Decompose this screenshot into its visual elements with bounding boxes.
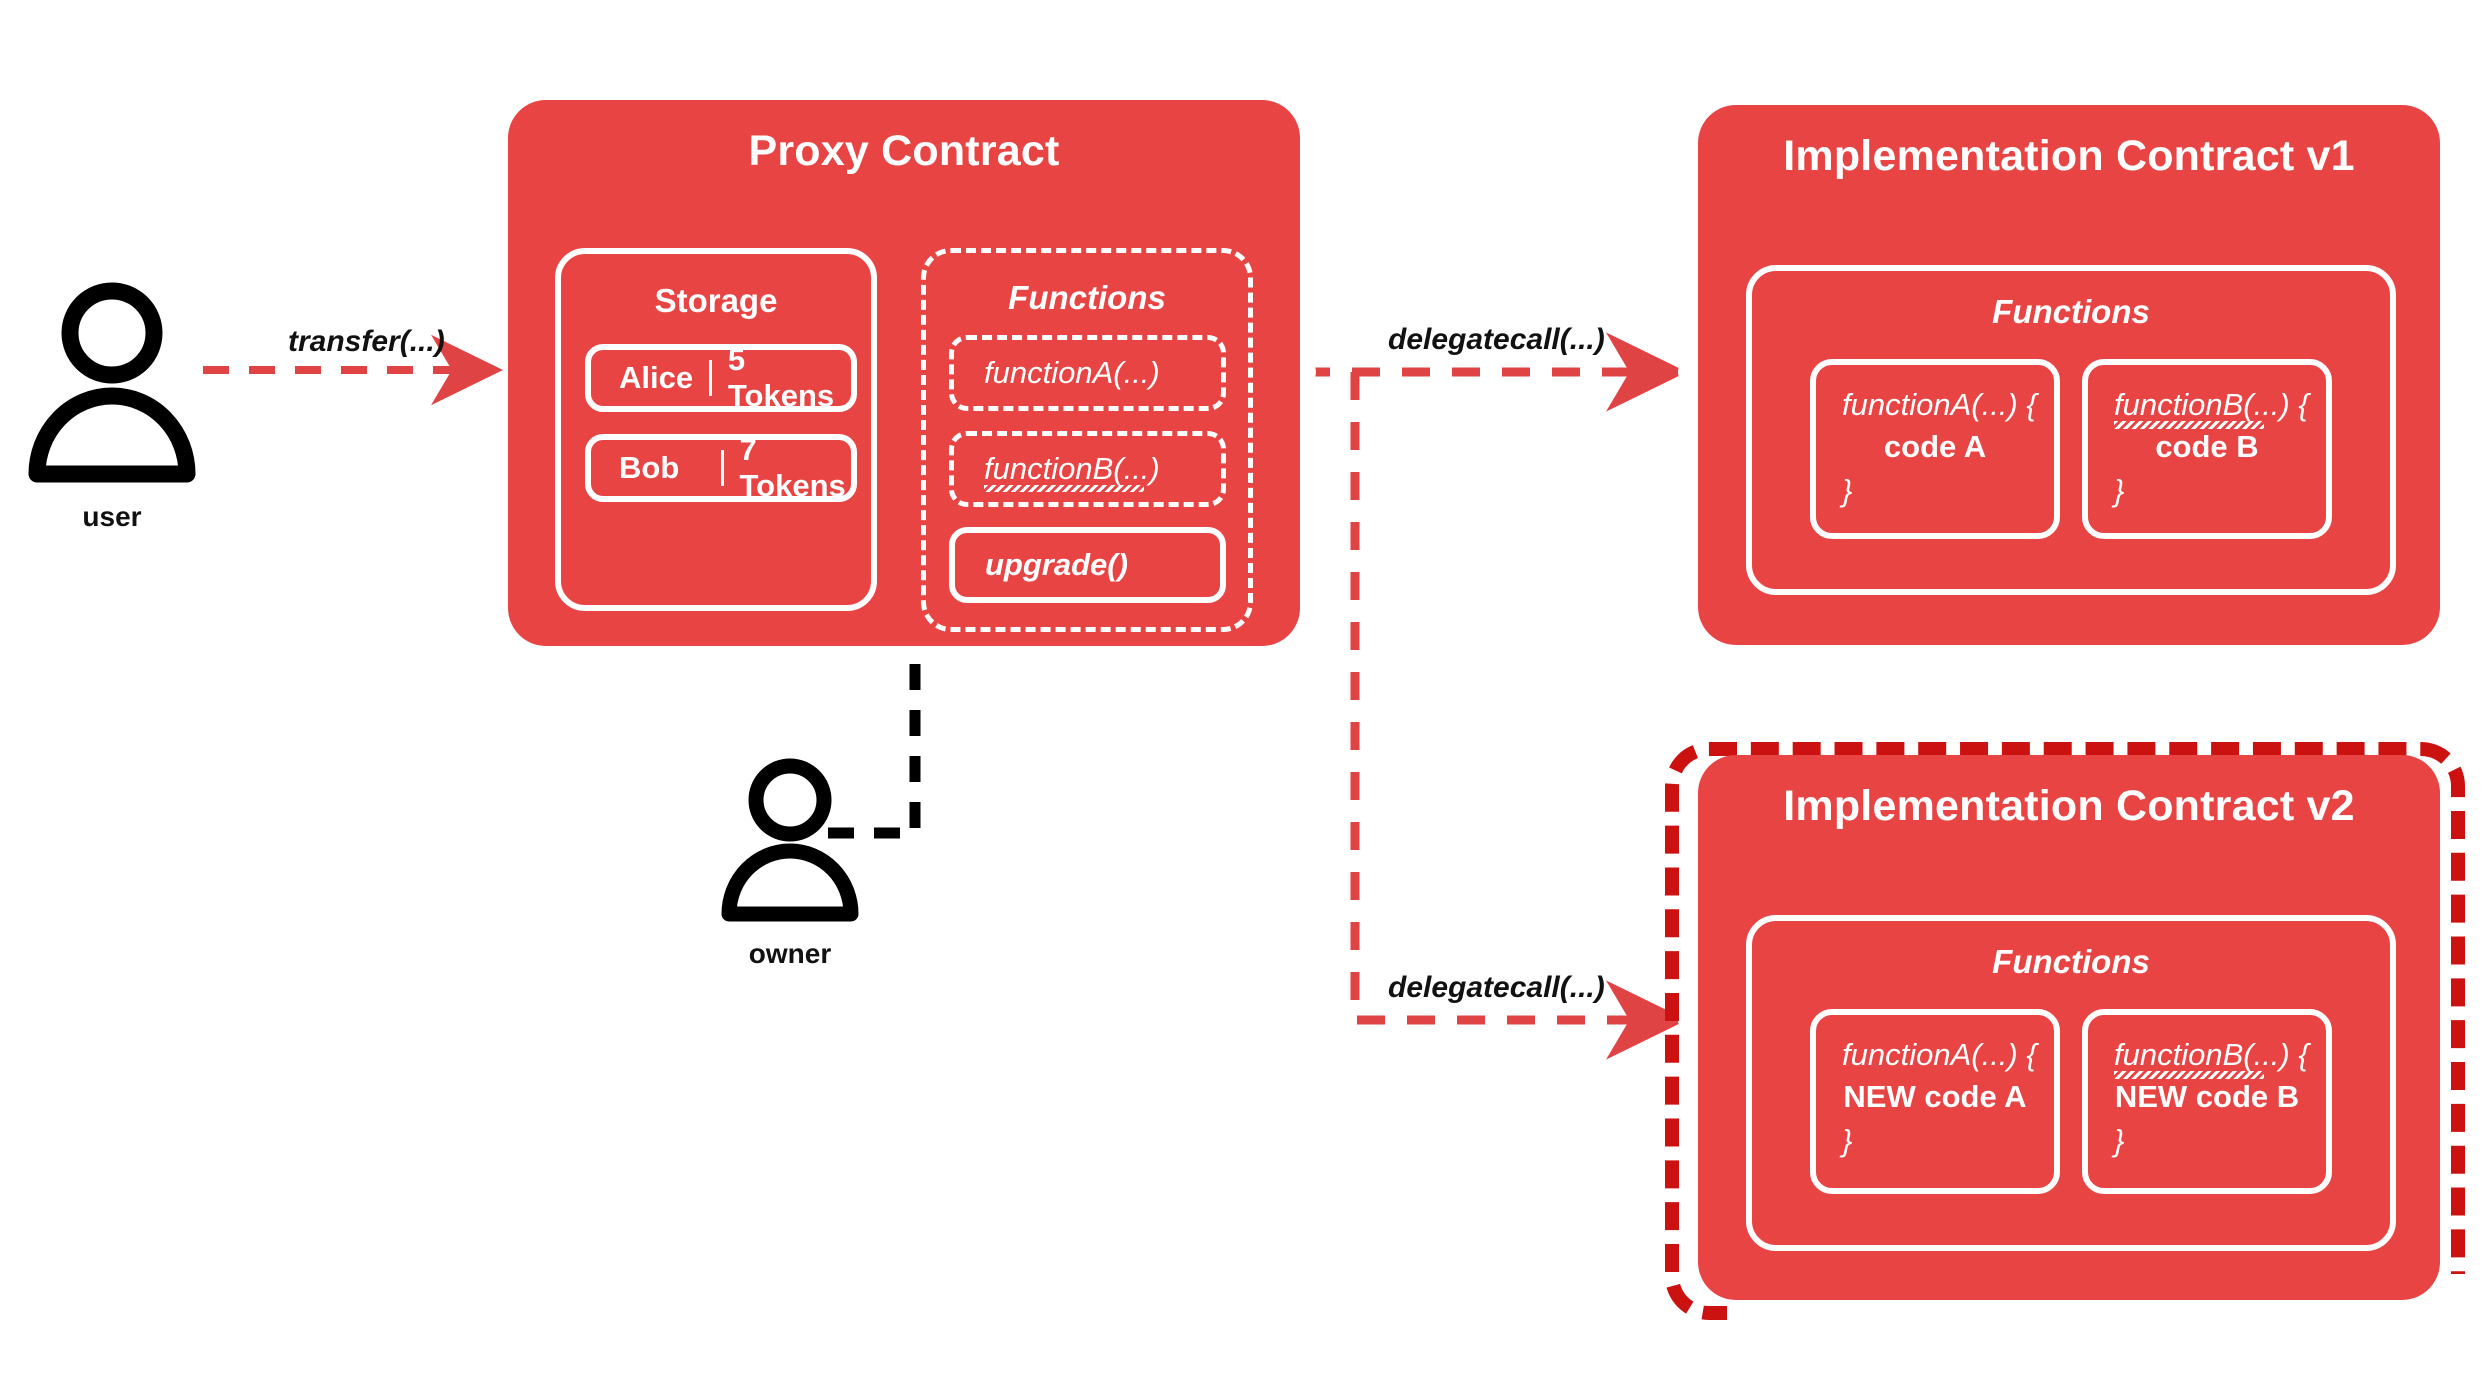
implementation-v2-title: Implementation Contract v2 — [1783, 782, 2355, 830]
implementation-v2-functions-title: Functions — [1992, 943, 2150, 980]
proxy-function-functionA[interactable]: functionA(...) — [949, 335, 1226, 411]
proxy-function-upgrade[interactable]: upgrade() — [949, 527, 1226, 603]
implementation-v1-title: Implementation Contract v1 — [1783, 132, 2355, 180]
code-body: code A — [1883, 429, 1987, 464]
actor-user[interactable]: user — [12, 278, 212, 533]
code-signature: functionB(...) { — [2114, 387, 2309, 429]
person-icon — [28, 282, 196, 483]
storage-row-separator — [721, 450, 724, 486]
implementation-v2-functionB-box[interactable]: functionB(...) { NEW code B } — [2082, 1009, 2332, 1194]
storage-row-separator — [709, 360, 712, 396]
proxy-storage-panel: Storage Alice 5 Tokens Bob 7 Tokens — [555, 248, 877, 611]
code-close-brace: } — [2114, 473, 2125, 508]
implementation-v1-functionB-box[interactable]: functionB(...) { code B } — [2082, 359, 2332, 539]
code-body: code B — [2155, 429, 2259, 464]
code-signature-text: functionB(...) { — [2114, 387, 2309, 429]
actor-user-label: user — [82, 501, 142, 532]
proxy-function-functionB[interactable]: functionB(...) — [949, 431, 1226, 507]
storage-row-alice[interactable]: Alice 5 Tokens — [585, 342, 857, 413]
proxy-storage-title: Storage — [654, 282, 778, 319]
storage-row-key: Alice — [619, 360, 694, 395]
code-body: NEW code A — [1843, 1079, 2027, 1114]
implementation-v2-functions-panel: Functions functionA(...) { NEW code A } … — [1746, 915, 2396, 1251]
proxy-contract-title: Proxy Contract — [748, 127, 1060, 175]
code-signature-text: functionB(...) { — [2114, 1037, 2309, 1079]
code-signature: functionB(...) { — [2114, 1037, 2309, 1079]
actor-owner-label: owner — [748, 938, 832, 969]
implementation-v1-card[interactable]: Implementation Contract v1 Functions fun… — [1698, 105, 2440, 645]
implementation-v1-functions-panel: Functions functionA(...) { code A } func… — [1746, 265, 2396, 595]
edge-label-delegatecall-v2: delegatecall(...) — [1388, 971, 1605, 1004]
proxy-function-label: upgrade() — [985, 547, 1128, 582]
code-body: NEW code B — [2114, 1079, 2300, 1114]
proxy-function-label: functionB(...) — [984, 451, 1160, 492]
storage-row-bob[interactable]: Bob 7 Tokens — [585, 432, 857, 503]
implementation-v2-card[interactable]: Implementation Contract v2 Functions fun… — [1698, 755, 2440, 1300]
person-icon — [721, 758, 859, 922]
code-close-brace: } — [1842, 1123, 1853, 1158]
proxy-functions-title: Functions — [1008, 279, 1166, 316]
edge-delegatecall-v2 — [1350, 372, 1687, 1060]
proxy-function-label: functionA(...) — [984, 355, 1160, 390]
proxy-functions-panel: Functions functionA(...) functionB(...) … — [921, 248, 1253, 632]
actor-owner[interactable]: owner — [700, 755, 880, 970]
code-close-brace: } — [2114, 1123, 2125, 1158]
implementation-v2-functionA-box[interactable]: functionA(...) { NEW code A } — [1810, 1009, 2060, 1194]
edge-label-transfer: transfer(...) — [288, 325, 445, 358]
storage-row-value: 5 Tokens — [727, 342, 835, 413]
storage-row-value: 7 Tokens — [739, 432, 846, 503]
implementation-v1-functionA-box[interactable]: functionA(...) { code A } — [1810, 359, 2060, 539]
code-signature: functionA(...) { — [1842, 1037, 2037, 1072]
code-close-brace: } — [1842, 473, 1853, 508]
implementation-v1-functions-title: Functions — [1992, 293, 2150, 330]
storage-row-key: Bob — [619, 450, 680, 485]
edge-label-delegatecall-v1: delegatecall(...) — [1388, 323, 1605, 356]
code-signature: functionA(...) { — [1842, 387, 2037, 422]
proxy-contract-card[interactable]: Proxy Contract Storage Alice 5 Tokens Bo… — [508, 100, 1300, 646]
